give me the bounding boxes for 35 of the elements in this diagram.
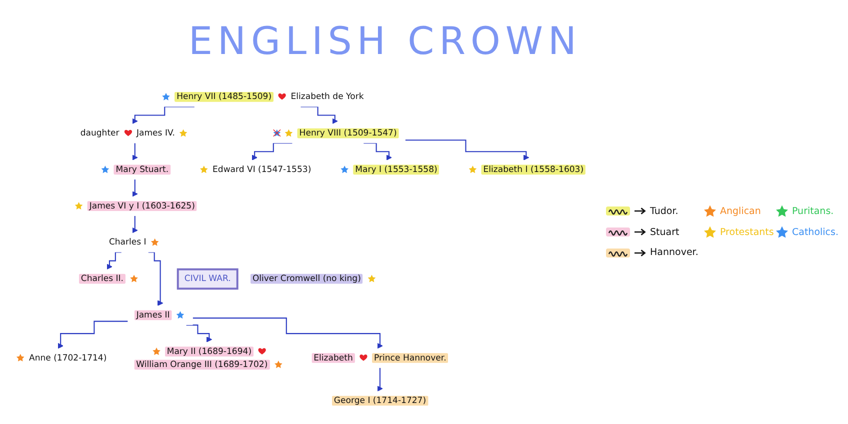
legend-label: Hannover. xyxy=(650,247,698,258)
node-text: Anne (1702-1714) xyxy=(28,353,107,363)
arrow xyxy=(377,367,383,392)
arrow xyxy=(148,252,164,306)
node-box: Mary Stuart. xyxy=(114,164,170,175)
legend-label: Puritans. xyxy=(792,206,834,216)
node-text: James II xyxy=(136,310,170,320)
node-text: Elizabeth Prince Hannover. xyxy=(314,353,446,363)
node-box: Mary I (1553-1558) xyxy=(353,164,440,175)
node-label: Edward VI (1547-1553) xyxy=(212,164,312,175)
node-text: Charles II. xyxy=(80,274,124,284)
legend-label: Catholics. xyxy=(792,226,838,238)
arrow xyxy=(132,215,138,234)
node-box: Elizabeth I (1558-1603) xyxy=(481,164,586,175)
arrow xyxy=(132,142,138,160)
arrow xyxy=(58,320,128,349)
legend-label: Stuart xyxy=(650,226,680,238)
arrow xyxy=(132,178,138,197)
arrow xyxy=(186,324,212,342)
node-box: CIVIL WAR. xyxy=(176,268,238,290)
node-text: George I (1714-1727) xyxy=(334,396,426,406)
node-text: daughter James IV. xyxy=(80,128,175,138)
legend-label: Protestants xyxy=(720,226,774,238)
legend-label: Anglican xyxy=(720,206,761,216)
node-text: James VI y I (1603-1625) xyxy=(89,201,195,211)
diagram-title: ENGLISH CROWN xyxy=(188,18,582,64)
node-box: Oliver Cromwell (no king) xyxy=(250,274,363,284)
arrow xyxy=(405,140,530,160)
arrow xyxy=(364,142,392,160)
arrow xyxy=(252,142,292,160)
arrow xyxy=(106,252,122,270)
arrow xyxy=(300,106,338,124)
arrow xyxy=(192,318,383,349)
arrow xyxy=(132,106,194,124)
legend-label: Tudor. xyxy=(650,206,678,216)
